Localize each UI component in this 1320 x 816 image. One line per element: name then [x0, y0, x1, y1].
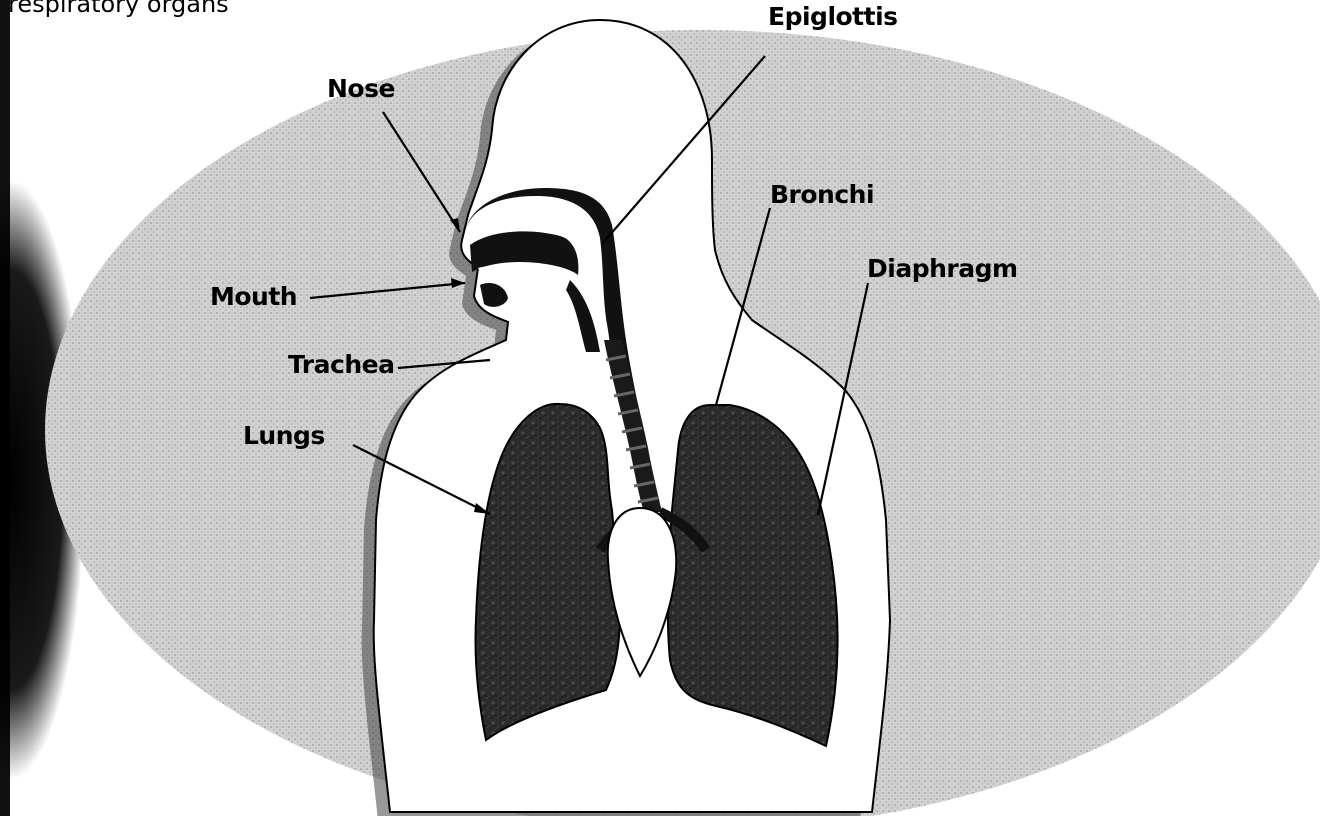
label-bronchi: Bronchi: [770, 182, 874, 207]
label-nose: Nose: [327, 76, 395, 101]
label-diaphragm: Diaphragm: [867, 256, 1018, 281]
label-epiglottis: Epiglottis: [768, 4, 898, 29]
caption-text: respiratory organs: [8, 0, 229, 16]
label-trachea: Trachea: [288, 352, 394, 377]
label-lungs: Lungs: [243, 423, 325, 448]
label-mouth: Mouth: [210, 284, 297, 309]
